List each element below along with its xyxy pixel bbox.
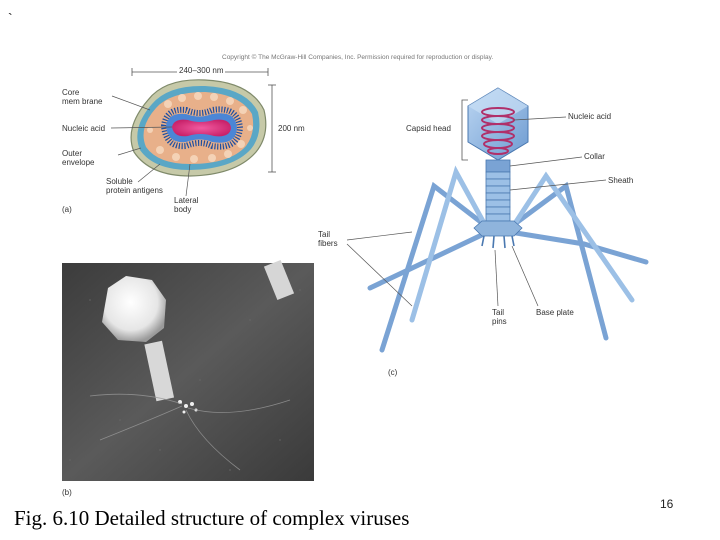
- dimension-height-label: 200 nm: [278, 124, 305, 133]
- sheath-label: Sheath: [608, 176, 633, 185]
- nucleic-acid-label-c: Nucleic acid: [568, 112, 611, 121]
- outer-envelope-label: Outer envelope: [62, 149, 94, 167]
- panel-a-label: (a): [62, 205, 72, 214]
- capsid-head-label: Capsid head: [406, 124, 451, 133]
- tail-fibers-label: Tail fibers: [318, 230, 338, 248]
- soluble-antigens-label: Soluble protein antigens: [106, 177, 163, 195]
- micrograph-panel: [62, 260, 314, 481]
- figure-caption: Fig. 6.10 Detailed structure of complex …: [14, 506, 409, 531]
- page-number: 16: [660, 497, 673, 511]
- dimension-width-label: 240–300 nm: [177, 66, 225, 75]
- base-plate-label: Base plate: [536, 308, 574, 317]
- lateral-body-label: Lateral body: [174, 196, 198, 214]
- collar-label: Collar: [584, 152, 605, 161]
- nucleic-acid-label-a: Nucleic acid: [62, 124, 105, 133]
- panel-c-label: (c): [388, 368, 397, 377]
- tail-pins-label: Tail pins: [492, 308, 507, 326]
- core-membrane-label: Core mem brane: [62, 88, 102, 106]
- panel-b-label: (b): [62, 488, 72, 497]
